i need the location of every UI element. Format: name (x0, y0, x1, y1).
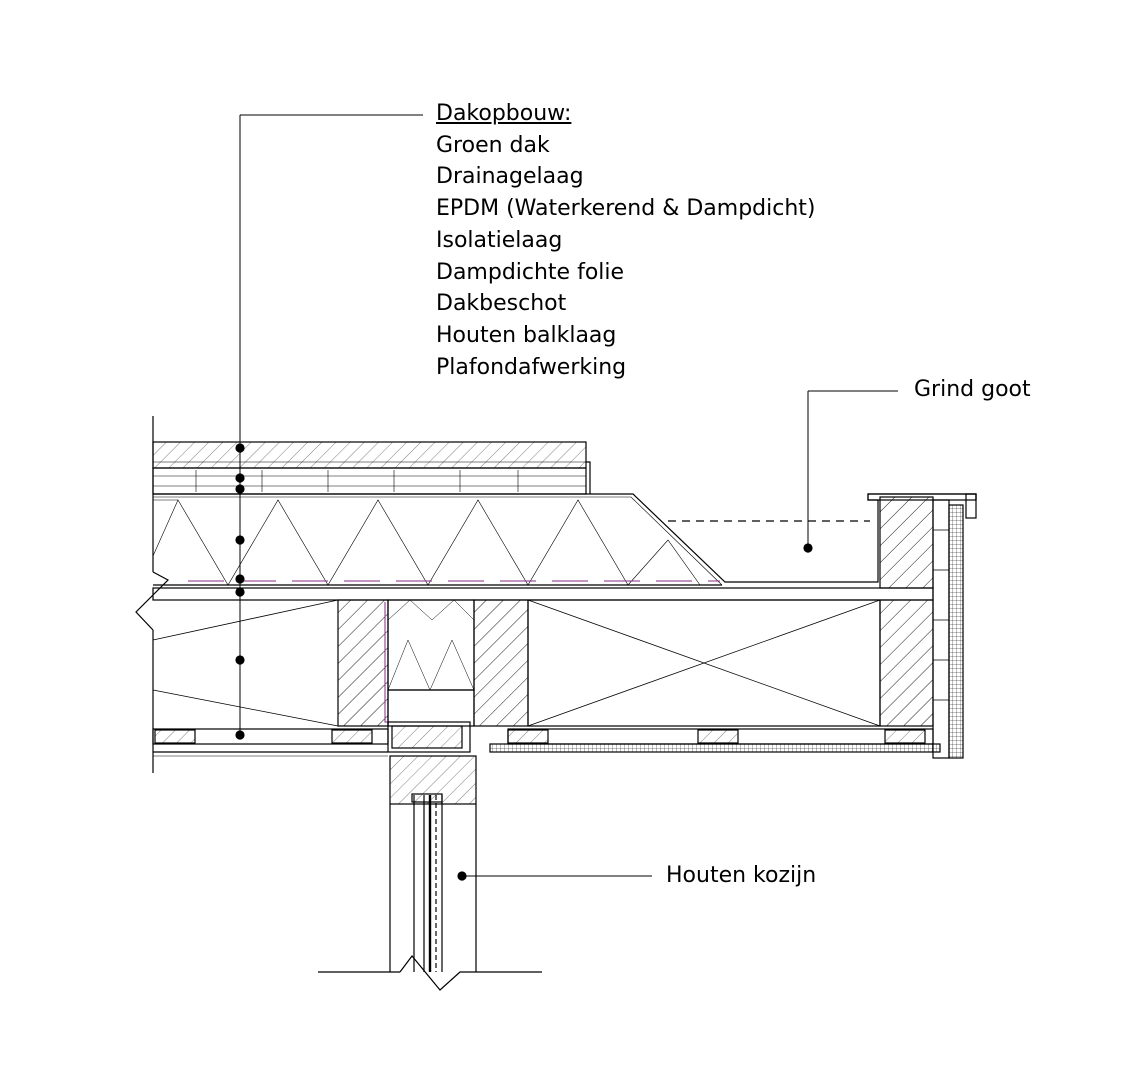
layer-label: Drainagelaag (436, 164, 584, 190)
epdm-membrane (153, 493, 977, 586)
roof-buildup-legend: Dakopbouw: Groen dak Drainagelaag EPDM (… (436, 98, 815, 383)
window-frame (318, 721, 542, 991)
layer-label: Dampdichte folie (436, 259, 625, 285)
ceiling-finish (152, 728, 941, 757)
layer-label: Groen dak (436, 132, 550, 158)
drainage-layer (152, 461, 591, 495)
gutter-edge (867, 493, 977, 759)
leader-dots (235, 443, 813, 881)
layer-label: Isolatielaag (436, 227, 563, 253)
insulation-layer (152, 499, 722, 586)
joist-layer (152, 599, 934, 727)
roof-deck (152, 587, 934, 601)
layer-label: Plafondafwerking (436, 354, 627, 380)
layer-label: Houten balklaag (436, 322, 617, 348)
gutter-label: Grind goot (914, 377, 1031, 402)
roof-buildup-heading: Dakopbouw: (436, 101, 572, 126)
layer-label: EPDM (Waterkerend & Dampdicht) (436, 196, 816, 222)
frame-label: Houten kozijn (666, 863, 817, 888)
wall-cut-line (135, 416, 169, 773)
leader-lines (239, 114, 898, 877)
green-roof-layer (152, 441, 587, 469)
layer-label: Dakbeschot (436, 291, 567, 317)
